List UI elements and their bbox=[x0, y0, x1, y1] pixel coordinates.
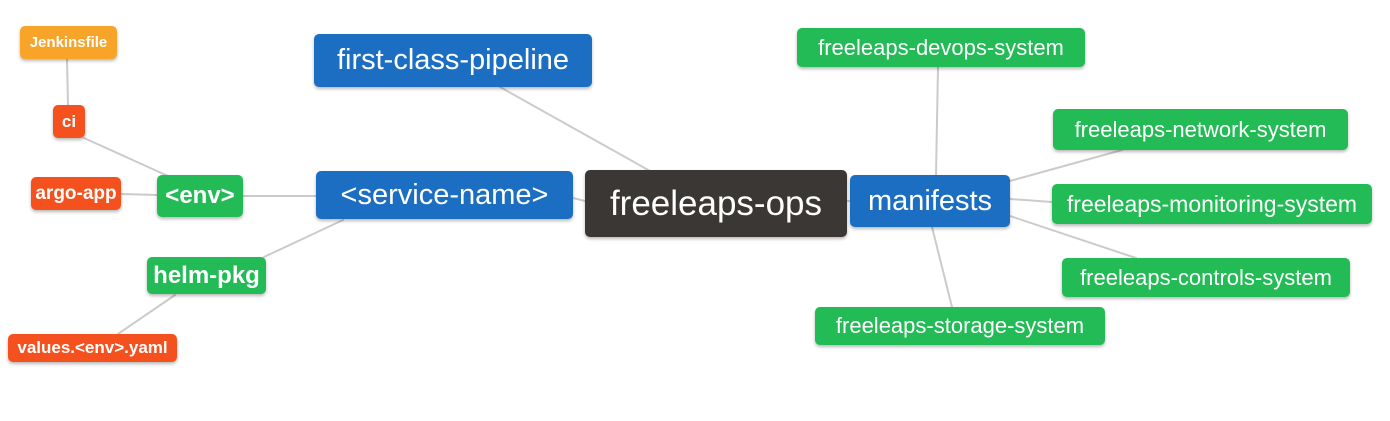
edge-jenkinsfile-ci bbox=[66, 58, 69, 106]
edge-manifests-network bbox=[1009, 149, 1123, 182]
node-helm-pkg[interactable]: helm-pkg bbox=[147, 257, 266, 294]
node-argo-app[interactable]: argo-app bbox=[31, 177, 121, 210]
node-values-env-yaml[interactable]: values.<env>.yaml bbox=[8, 334, 177, 362]
node-freeleaps-monitoring-system[interactable]: freeleaps-monitoring-system bbox=[1052, 184, 1372, 224]
node-manifests[interactable]: manifests bbox=[850, 175, 1010, 227]
edge-argo_app-env bbox=[120, 193, 158, 196]
node-freeleaps-storage-system[interactable]: freeleaps-storage-system bbox=[815, 307, 1105, 345]
edge-values_yaml-helm_pkg bbox=[117, 294, 176, 335]
node-env[interactable]: <env> bbox=[157, 175, 243, 217]
edge-helm_pkg-service_name bbox=[263, 219, 344, 258]
edge-manifests-devops bbox=[935, 66, 939, 176]
node-ci[interactable]: ci bbox=[53, 105, 85, 138]
node-jenkinsfile[interactable]: Jenkinsfile bbox=[20, 26, 117, 59]
node-service-name[interactable]: <service-name> bbox=[316, 171, 573, 219]
node-freeleaps-network-system[interactable]: freeleaps-network-system bbox=[1053, 109, 1348, 150]
node-first-class-pipeline[interactable]: first-class-pipeline bbox=[314, 34, 592, 87]
node-freeleaps-ops-root[interactable]: freeleaps-ops bbox=[585, 170, 847, 237]
edge-service_name-root bbox=[572, 197, 586, 202]
edge-manifests-monitoring bbox=[1009, 198, 1053, 203]
node-freeleaps-controls-system[interactable]: freeleaps-controls-system bbox=[1062, 258, 1350, 297]
node-freeleaps-devops-system[interactable]: freeleaps-devops-system bbox=[797, 28, 1085, 67]
edge-ci-env bbox=[83, 137, 169, 177]
edge-pipeline-root bbox=[499, 86, 651, 172]
edge-manifests-storage bbox=[931, 226, 953, 308]
